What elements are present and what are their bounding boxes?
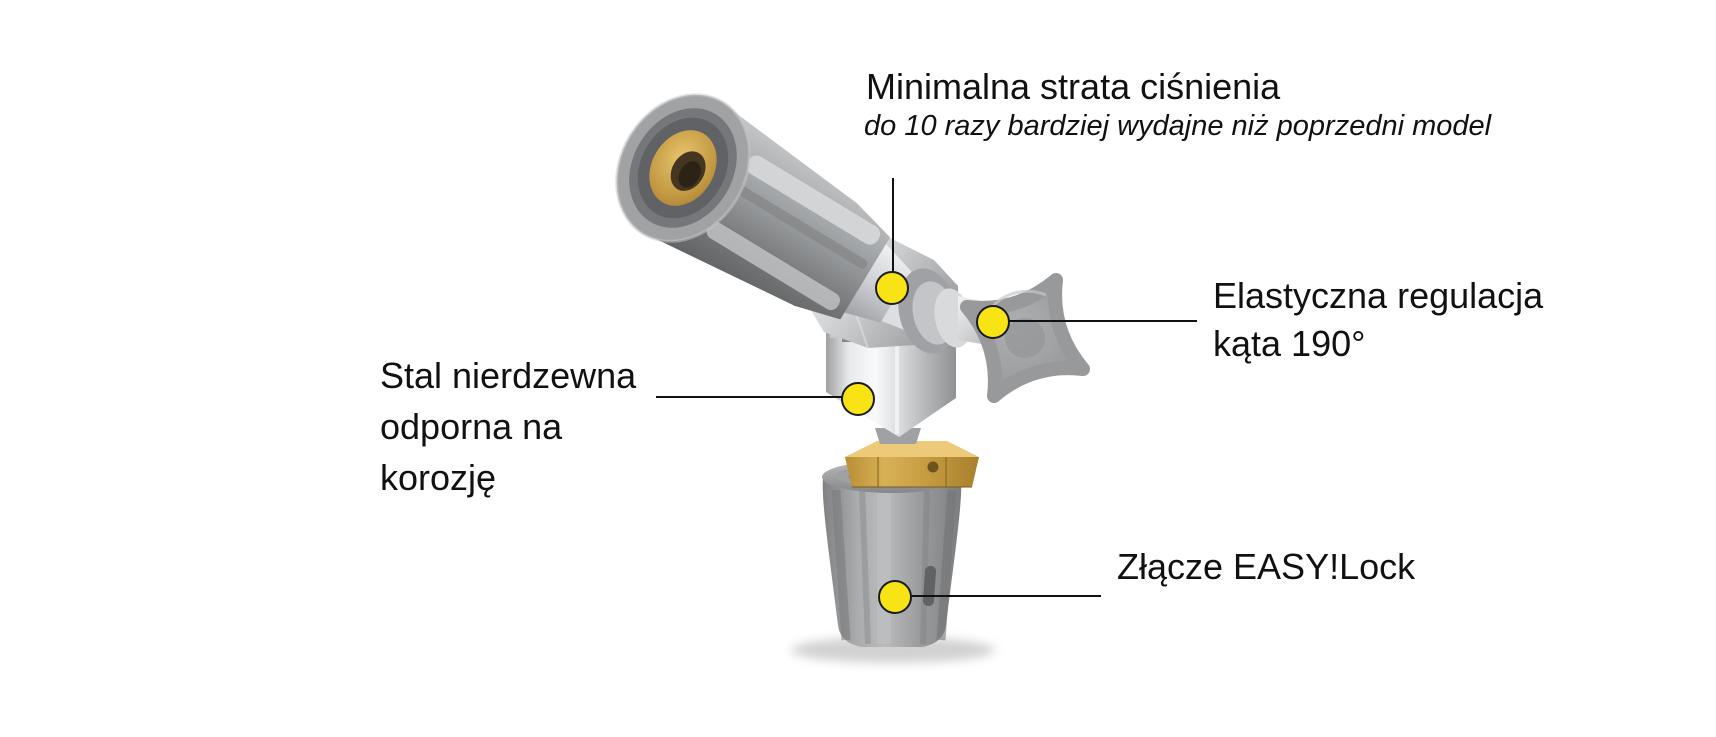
ground-shadow [791, 637, 995, 663]
star-knob [960, 273, 1090, 403]
callout-markers [841, 271, 1010, 614]
easylock-label: Złącze EASY!Lock [1117, 546, 1416, 587]
angle-label: Elastyczna regulacja kąta 190° [1213, 275, 1544, 364]
brass-hex-nut [845, 441, 979, 488]
pressure-subtitle: do 10 razy bardziej wydajne niż poprzedn… [864, 110, 1492, 142]
easylock-connector [822, 461, 962, 647]
marker-angle [976, 305, 1010, 339]
coupling-nut [615, 93, 938, 335]
marker-easylock [878, 580, 912, 614]
marker-steel [841, 382, 875, 416]
hex-side-hole [927, 461, 939, 473]
pressure-title: Minimalna strata ciśnienia [866, 66, 1281, 107]
leader-lines [656, 178, 1197, 597]
steel-label: Stal nierdzewna odporna na korozję [380, 355, 637, 498]
marker-pressure [875, 271, 909, 305]
